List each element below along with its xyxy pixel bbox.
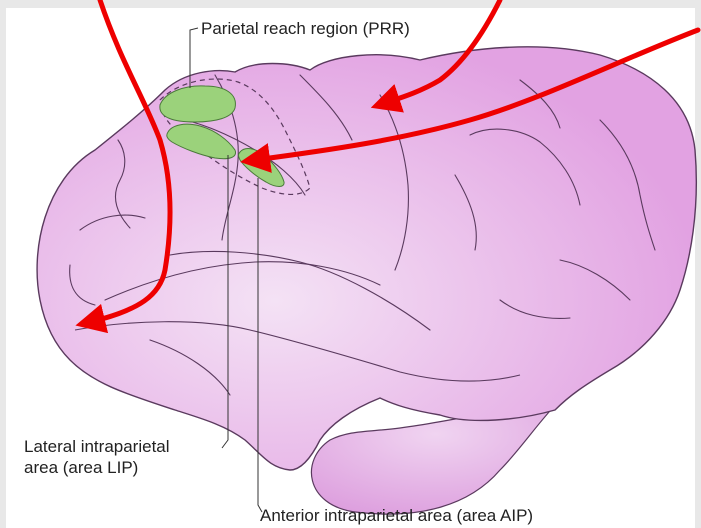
label-lip-line2: area (area LIP)	[24, 457, 170, 478]
label-parietal-reach-region: Parietal reach region (PRR)	[201, 18, 410, 39]
label-lip-line1: Lateral intraparietal	[24, 436, 170, 457]
label-anterior-intraparietal-area: Anterior intraparietal area (area AIP)	[260, 505, 533, 526]
frame-right	[695, 0, 701, 528]
frame-top	[0, 0, 701, 8]
cortex	[37, 47, 696, 470]
label-lateral-intraparietal-area: Lateral intraparietal area (area LIP)	[24, 436, 170, 478]
frame-left	[0, 0, 6, 528]
